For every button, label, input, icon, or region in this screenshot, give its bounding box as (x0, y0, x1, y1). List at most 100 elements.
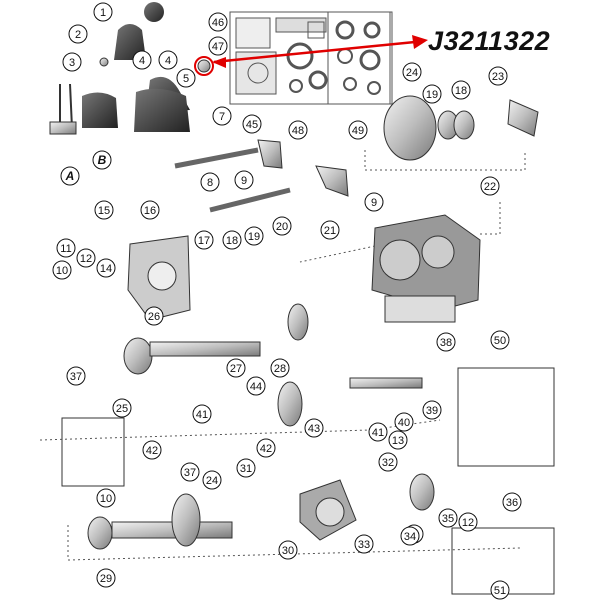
callout-12: 12 (458, 512, 478, 532)
callout-circle (354, 534, 374, 554)
callout-number: 13 (392, 435, 404, 447)
callout-number: 48 (292, 125, 304, 137)
gear-24-upper (383, 95, 539, 161)
callout-number: 22 (484, 181, 496, 193)
callout-number: 40 (398, 417, 410, 429)
callout-number: 30 (282, 545, 294, 557)
callout-1: 1 (93, 2, 113, 22)
callout-30: 30 (278, 540, 298, 560)
callout-circle (378, 452, 398, 472)
callout-circle (458, 512, 478, 532)
callout-number: 50 (494, 335, 506, 347)
callout-circle (66, 366, 86, 386)
callout-number: 31 (240, 463, 252, 475)
callout-number: 20 (276, 221, 288, 233)
callout-number: 23 (492, 71, 504, 83)
callout-39: 39 (422, 400, 442, 420)
callout-24: 24 (402, 62, 422, 82)
callout-circle (96, 568, 116, 588)
callout-circle (422, 84, 442, 104)
callout-number: 4 (139, 55, 145, 67)
callout-number: 37 (184, 467, 196, 479)
callout-number: 4 (165, 55, 171, 67)
callout-29: 29 (96, 568, 116, 588)
callout-number: 34 (404, 531, 416, 543)
callout-number: 47 (212, 41, 224, 53)
callout-number: 51 (494, 585, 506, 597)
callout-22: 22 (480, 176, 500, 196)
callout-4: 4 (158, 50, 178, 70)
callout-circle (422, 400, 442, 420)
callout-number: 45 (246, 119, 258, 131)
callout-number: 19 (426, 89, 438, 101)
callout-44: 44 (246, 376, 266, 396)
callout-circle (244, 226, 264, 246)
callout-number: 26 (148, 311, 160, 323)
callout-circle (176, 68, 196, 88)
callout-number: 24 (406, 67, 418, 79)
callout-number: 3 (69, 57, 75, 69)
callout-8: 8 (200, 172, 220, 192)
callout-28: 28 (270, 358, 290, 378)
callout-46: 46 (208, 12, 228, 32)
callout-19: 19 (422, 84, 442, 104)
callout-circle (180, 462, 200, 482)
callout-circle (502, 492, 522, 512)
callout-circle (288, 120, 308, 140)
callout-48: 48 (288, 120, 308, 140)
callout-24: 24 (202, 470, 222, 490)
callout-circle (438, 508, 458, 528)
callout-circle (270, 358, 290, 378)
callout-circle (400, 526, 420, 546)
part-number-arrow (212, 35, 428, 68)
callout-40: 40 (394, 412, 414, 432)
callout-33: 33 (354, 534, 374, 554)
callout-circle (320, 220, 340, 240)
callout-10: 10 (96, 488, 116, 508)
callout-number: 1 (100, 7, 106, 19)
callout-31: 31 (236, 458, 256, 478)
callout-circle (52, 260, 72, 280)
callout-number: 36 (506, 497, 518, 509)
callout-10: 10 (52, 260, 72, 280)
letter-circle (92, 150, 112, 170)
callout-number: 16 (144, 205, 156, 217)
part-number-label: J3211322 (428, 26, 551, 56)
callout-42: 42 (256, 438, 276, 458)
callout-circle (140, 200, 160, 220)
callout-circle (94, 200, 114, 220)
callout-circle (56, 238, 76, 258)
callout-number: 15 (98, 205, 110, 217)
callout-12: 12 (76, 248, 96, 268)
callout-circle (222, 230, 242, 250)
callout-circle (368, 422, 388, 442)
callout-3: 3 (62, 52, 82, 72)
letter-circle (60, 166, 80, 186)
callout-49: 49 (348, 120, 368, 140)
callout-number: 27 (230, 363, 242, 375)
callout-43: 43 (304, 418, 324, 438)
callout-number: 9 (241, 175, 247, 187)
callout-number: 11 (60, 243, 71, 255)
callout-circle (96, 258, 116, 278)
callout-circle (256, 438, 276, 458)
callout-27: 27 (226, 358, 246, 378)
lower-cluster (87, 473, 435, 550)
callout-20: 20 (272, 216, 292, 236)
callout-number: 8 (207, 177, 213, 189)
callout-circle (68, 24, 88, 44)
callout-number: 37 (70, 371, 82, 383)
callout-circle (348, 120, 368, 140)
callout-circle (202, 470, 222, 490)
callout-circle (132, 50, 152, 70)
callout-circle (208, 12, 228, 32)
callout-47: 47 (208, 36, 228, 56)
shift-knob-parts (49, 2, 190, 135)
callout-circle (234, 170, 254, 190)
letter-callout-B: B (92, 150, 112, 170)
callout-50: 50 (490, 330, 510, 350)
mainshaft (123, 303, 423, 427)
shift-rails (174, 139, 349, 213)
callout-36: 36 (502, 492, 522, 512)
callout-number: 43 (308, 423, 320, 435)
